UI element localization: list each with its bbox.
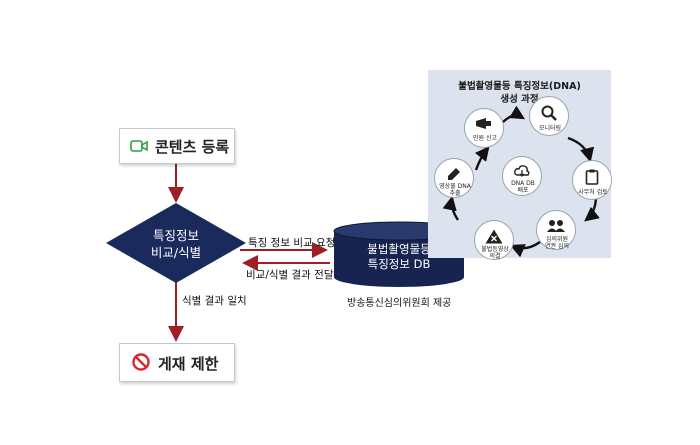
- monitoring-node: 모니터링: [529, 96, 569, 136]
- cloud-download-icon: [514, 165, 530, 177]
- committee-icon: [547, 220, 565, 232]
- distribute-label-line1: DNA DB: [511, 180, 535, 187]
- dna-process-panel: 불법촬영물등 특징정보(DNA) 생성 과정 민원 신고 모니터링: [428, 70, 612, 260]
- request-label: 특징 정보 비교 요청: [248, 237, 336, 249]
- warning-triangle-icon: [485, 229, 503, 244]
- distribute-label-line2: 배포: [517, 187, 529, 194]
- secretariat-review-node: 사무처 검토: [572, 160, 612, 200]
- decision-label-line1: 특징정보: [152, 228, 199, 243]
- video-camera-icon: [130, 138, 148, 157]
- deliberation-label: 심의위원 연권 심의: [537, 236, 577, 250]
- deliberation-label-line2: 연권 심의: [545, 243, 569, 250]
- process-title-line1: 불법촬영물등 특징정보(DNA): [458, 81, 581, 92]
- dna-extract-label: 영상물 DNA 추출: [435, 183, 475, 197]
- content-register-box: 콘텐츠 등록: [119, 128, 235, 164]
- post-restrict-label: 게재 제한: [158, 355, 219, 373]
- dna-db-distribute-node: DNA DB 배포: [502, 156, 542, 196]
- decision-label: 특징정보 비교/식별: [105, 227, 247, 261]
- judgment-label-line2: 의결: [489, 253, 501, 260]
- report-label: 민원 신고: [473, 135, 497, 142]
- magnifier-icon: [541, 105, 557, 121]
- dna-extract-label-line2: 추출: [449, 190, 461, 197]
- db-label-line1: 불법촬영물등: [367, 242, 431, 256]
- decision-label-line2: 비교/식별: [150, 245, 202, 260]
- judgment-node: 불법등영상 의결: [474, 220, 514, 260]
- dna-extract-node: 영상물 DNA 추출: [434, 158, 474, 198]
- clipboard-icon: [585, 169, 599, 185]
- dna-db-distribute-label: DNA DB 배포: [503, 180, 543, 194]
- decision-diamond: [106, 203, 246, 283]
- source-caption: 방송통신심의위원회 제공: [347, 298, 452, 309]
- judgment-label: 불법등영상 의결: [475, 246, 515, 260]
- judgment-label-line1: 불법등영상: [481, 246, 509, 253]
- feature-db-label: 불법촬영물등 특징정보 DB: [333, 242, 465, 272]
- db-label-line2: 특징정보 DB: [367, 257, 431, 271]
- process-cycle-arrows: [442, 105, 600, 258]
- deliberation-label-line1: 심의위원: [545, 236, 569, 243]
- match-result-label: 식별 결과 일치: [182, 295, 247, 307]
- dna-extract-label-line1: 영상물 DNA: [439, 183, 471, 190]
- megaphone-icon: [476, 118, 491, 129]
- deliberation-node: 심의위원 연권 심의: [536, 210, 576, 250]
- secretariat-review-label: 사무처 검토: [578, 189, 608, 196]
- monitoring-label: 모니터링: [538, 125, 562, 132]
- response-label: 비교/식별 결과 전달: [246, 269, 334, 281]
- dropper-icon: [448, 168, 460, 180]
- content-register-label: 콘텐츠 등록: [155, 138, 230, 156]
- post-restrict-box: 게재 제한: [119, 343, 235, 382]
- process-title-line2: 생성 과정: [500, 94, 539, 105]
- prohibited-icon: [132, 353, 150, 375]
- report-node: 민원 신고: [464, 108, 504, 148]
